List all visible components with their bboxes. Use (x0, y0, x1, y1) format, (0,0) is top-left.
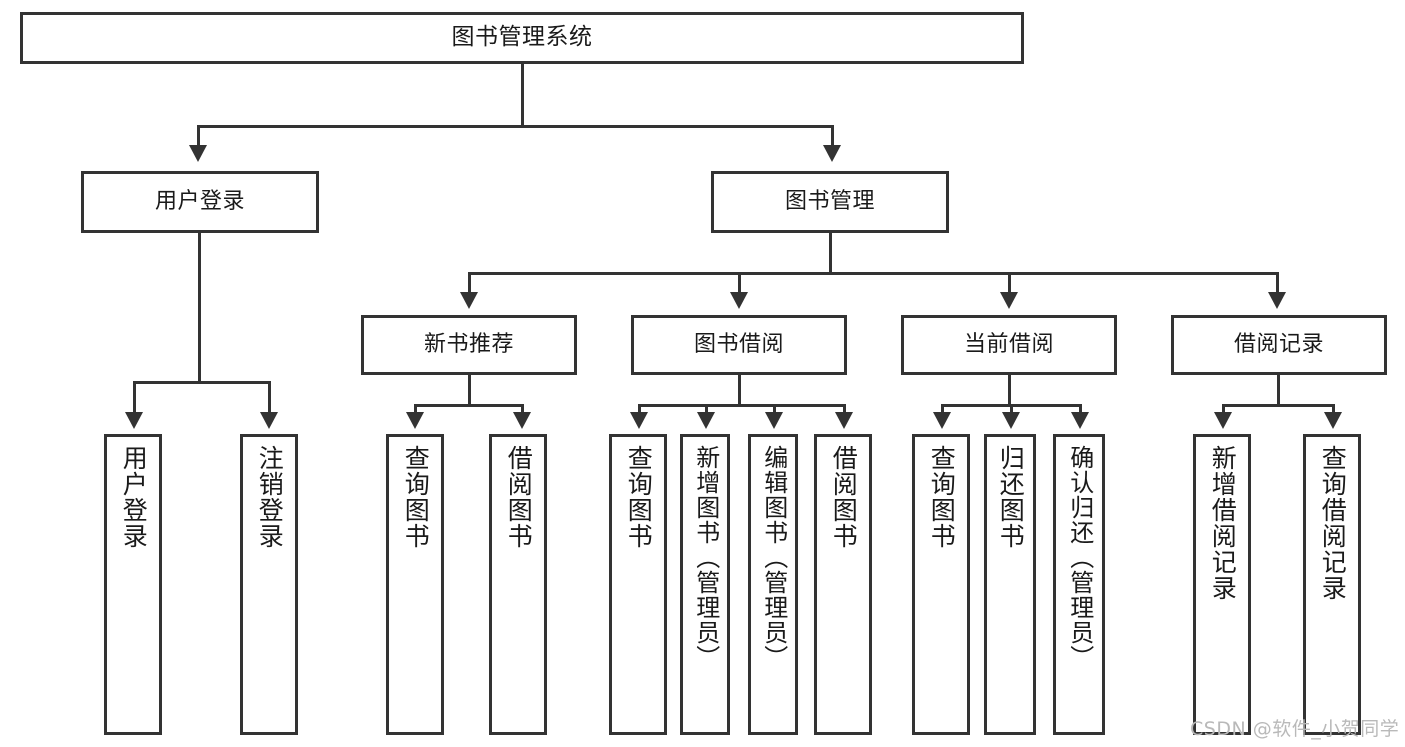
leaf-book-borrow-borrow[interactable]: 借阅图书 (814, 434, 872, 735)
connector-bb-to-leaf-0 (638, 404, 641, 414)
node-label: 归还图书 (996, 445, 1026, 549)
leaf-current-borrow-confirm[interactable]: 确认归还（管理员） (1053, 434, 1105, 735)
connector-bm-to-new-book (468, 272, 471, 294)
node-label: 新增图书（管理员） (691, 445, 720, 670)
node-root-system[interactable]: 图书管理系统 (20, 12, 1024, 64)
connector-cb-to-leaf-0 (941, 404, 944, 414)
node-user-login[interactable]: 用户登录 (81, 171, 319, 233)
arrowhead-bb-leaf-3 (835, 412, 853, 429)
connector-bb-bus (638, 404, 846, 407)
node-label: 查询图书 (927, 445, 957, 549)
connector-br-to-leaf-0 (1222, 404, 1225, 414)
arrowhead-bb-leaf-0 (630, 412, 648, 429)
connector-cb-to-leaf-2 (1079, 404, 1082, 414)
arrowhead-cb-leaf-1 (1002, 412, 1020, 429)
connector-nb-bus (414, 404, 524, 407)
connector-nb-stem (468, 375, 471, 406)
node-label: 用户登录 (154, 188, 245, 214)
connector-book-mgmt-stem (829, 233, 832, 273)
node-borrow-record[interactable]: 借阅记录 (1171, 315, 1387, 375)
arrowhead-nb-leaf-1 (513, 412, 531, 429)
node-label: 用户登录 (119, 445, 149, 549)
watermark-text: CSDN @软件_小贺同学 (1190, 718, 1400, 740)
leaf-user-login-logout[interactable]: 注销登录 (240, 434, 298, 735)
arrowhead-nb-leaf-0 (406, 412, 424, 429)
connector-root-to-user-login (197, 125, 200, 147)
connector-nb-to-leaf-0 (414, 404, 417, 414)
node-new-book-recommend[interactable]: 新书推荐 (361, 315, 577, 375)
connector-bm-to-current-borrow (1008, 272, 1011, 294)
connector-root-bus (197, 125, 834, 128)
connector-br-to-leaf-1 (1332, 404, 1335, 414)
arrowhead-bb-leaf-1 (697, 412, 715, 429)
leaf-borrow-record-add[interactable]: 新增借阅记录 (1193, 434, 1251, 735)
connector-bb-stem (738, 375, 741, 406)
leaf-borrow-record-query[interactable]: 查询借阅记录 (1303, 434, 1361, 735)
node-label: 查询图书 (624, 445, 654, 549)
leaf-new-book-borrow[interactable]: 借阅图书 (489, 434, 547, 735)
connector-br-bus (1222, 404, 1335, 407)
node-label: 图书借阅 (693, 331, 784, 357)
connector-ul-to-leaf-0 (133, 381, 136, 414)
node-label: 确认归还（管理员） (1065, 445, 1094, 670)
connector-root-to-book-mgmt (831, 125, 834, 147)
arrowhead-br-leaf-1 (1324, 412, 1342, 429)
leaf-user-login-login[interactable]: 用户登录 (104, 434, 162, 735)
connector-br-stem (1277, 375, 1280, 406)
connector-bb-to-leaf-1 (705, 404, 708, 414)
connector-bb-to-leaf-2 (773, 404, 776, 414)
arrowhead-borrow-record (1268, 292, 1286, 309)
node-label: 查询图书 (401, 445, 431, 549)
arrowhead-ul-leaf-0 (125, 412, 143, 429)
node-label: 图书管理 (784, 188, 875, 214)
connector-book-mgmt-bus (468, 272, 1279, 275)
arrowhead-book-mgmt (823, 145, 841, 162)
connector-user-login-bus (133, 381, 271, 384)
node-label: 查询借阅记录 (1318, 445, 1348, 601)
node-label: 当前借阅 (963, 331, 1054, 357)
node-label: 借阅记录 (1233, 331, 1324, 357)
leaf-current-borrow-return[interactable]: 归还图书 (984, 434, 1036, 735)
arrowhead-ul-leaf-1 (260, 412, 278, 429)
leaf-book-borrow-add[interactable]: 新增图书（管理员） (680, 434, 730, 735)
arrowhead-book-borrow (730, 292, 748, 309)
node-current-borrow[interactable]: 当前借阅 (901, 315, 1117, 375)
arrowhead-new-book (460, 292, 478, 309)
leaf-new-book-query[interactable]: 查询图书 (386, 434, 444, 735)
connector-cb-stem (1008, 375, 1011, 406)
leaf-current-borrow-query[interactable]: 查询图书 (912, 434, 970, 735)
connector-ul-to-leaf-1 (268, 381, 271, 414)
connector-root-stem (521, 64, 524, 126)
connector-cb-to-leaf-1 (1010, 404, 1013, 414)
connector-user-login-stem (198, 233, 201, 384)
node-label: 新书推荐 (423, 331, 514, 357)
leaf-book-borrow-query[interactable]: 查询图书 (609, 434, 667, 735)
node-label: 新增借阅记录 (1208, 445, 1238, 601)
arrowhead-current-borrow (1000, 292, 1018, 309)
node-label: 借阅图书 (829, 445, 859, 549)
node-label: 编辑图书（管理员） (759, 445, 788, 670)
node-label: 借阅图书 (504, 445, 534, 549)
node-label: 图书管理系统 (451, 24, 593, 51)
arrowhead-user-login (189, 145, 207, 162)
arrowhead-br-leaf-0 (1214, 412, 1232, 429)
connector-bm-to-borrow-record (1276, 272, 1279, 294)
connector-bm-to-book-borrow (738, 272, 741, 294)
arrowhead-bb-leaf-2 (765, 412, 783, 429)
arrowhead-cb-leaf-0 (933, 412, 951, 429)
connector-bb-to-leaf-3 (843, 404, 846, 414)
node-label: 注销登录 (255, 445, 285, 549)
arrowhead-cb-leaf-2 (1071, 412, 1089, 429)
node-book-management[interactable]: 图书管理 (711, 171, 949, 233)
connector-nb-to-leaf-1 (521, 404, 524, 414)
leaf-book-borrow-edit[interactable]: 编辑图书（管理员） (748, 434, 798, 735)
node-book-borrow[interactable]: 图书借阅 (631, 315, 847, 375)
